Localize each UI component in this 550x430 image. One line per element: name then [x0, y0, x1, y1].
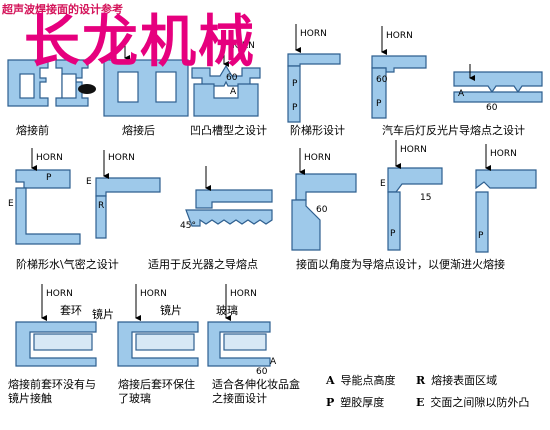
- svg-text:HORN: HORN: [386, 31, 413, 41]
- svg-text:HORN: HORN: [400, 145, 427, 155]
- diagram-11: [387, 167, 443, 251]
- svg-text:HORN: HORN: [304, 153, 331, 163]
- diagram-15: [207, 321, 271, 367]
- caption-step-design: 阶梯形设计: [290, 124, 345, 137]
- caption-collar-after-1: 熔接后套环保住: [118, 378, 195, 391]
- caption-collar-after-2: 了玻璃: [118, 392, 151, 405]
- caption-before-weld: 熔接前: [16, 124, 49, 137]
- caption-collar-before-2: 镜片接触: [8, 392, 52, 405]
- svg-text:P: P: [390, 229, 396, 239]
- svg-text:套环: 套环: [60, 304, 82, 317]
- svg-text:E: E: [86, 177, 92, 187]
- svg-text:R: R: [98, 201, 104, 211]
- svg-text:HORN: HORN: [300, 29, 327, 39]
- svg-text:P: P: [376, 99, 382, 109]
- svg-text:HORN: HORN: [230, 289, 257, 299]
- caption-after-weld: 熔接后: [122, 124, 155, 137]
- svg-text:60: 60: [226, 73, 238, 83]
- page-header: 超声波焊接面的设计参考: [2, 3, 123, 16]
- diagram-5: [371, 55, 427, 119]
- watermark: 长龙机械: [24, 9, 256, 75]
- caption-car-light: 汽车后灯反光片导熔点之设计: [382, 124, 525, 137]
- svg-text:A: A: [270, 357, 277, 367]
- svg-text:P: P: [292, 79, 298, 89]
- caption-collar-before-1: 熔接前套环没有与: [8, 378, 96, 391]
- svg-text:60: 60: [376, 75, 388, 85]
- svg-text:镜片: 镜片: [160, 303, 182, 317]
- svg-text:60: 60: [256, 367, 268, 377]
- caption-angle: 接面以角度为导熔点设计，以便渐进火熔接: [296, 258, 505, 271]
- diagram-6: [453, 71, 543, 103]
- caption-cosmetic-2: 之接面设计: [212, 392, 267, 405]
- svg-text:P: P: [478, 231, 484, 241]
- diagram-9: [185, 189, 273, 227]
- caption-step-seal: 阶梯形水\气密之设计: [16, 258, 119, 271]
- svg-text:A: A: [230, 87, 237, 97]
- diagram-7: [15, 169, 81, 245]
- svg-text:P: P: [292, 103, 298, 113]
- svg-text:45°: 45°: [180, 221, 196, 231]
- svg-text:P: P: [46, 173, 52, 183]
- diagram-3: [191, 64, 261, 117]
- diagram-10: [291, 173, 357, 251]
- diagram-13: [15, 321, 97, 367]
- caption-reflector: 适用于反光器之导熔点: [148, 258, 258, 271]
- diagram-8: [95, 177, 161, 239]
- svg-text:60: 60: [486, 103, 498, 113]
- diagram-1: [7, 59, 89, 107]
- svg-text:E: E: [8, 199, 14, 209]
- horn-label-3: HORN: [228, 41, 255, 51]
- diagram-4: [287, 53, 341, 123]
- svg-text:HORN: HORN: [46, 289, 73, 299]
- diagram-2: [103, 59, 189, 117]
- caption-groove-design: 凹凸槽型之设计: [190, 124, 267, 137]
- svg-text:镜片: 镜片: [92, 307, 114, 321]
- svg-text:HORN: HORN: [490, 149, 517, 159]
- svg-text:A: A: [458, 89, 465, 99]
- svg-text:HORN: HORN: [36, 153, 63, 163]
- svg-text:60: 60: [316, 205, 328, 215]
- svg-text:HORN: HORN: [140, 289, 167, 299]
- diagram-12: [475, 169, 537, 253]
- caption-cosmetic-1: 适合各伸化妆品盒: [212, 378, 300, 391]
- diagram-14: [117, 321, 199, 367]
- svg-text:HORN: HORN: [108, 153, 135, 163]
- svg-text:玻璃: 玻璃: [216, 303, 238, 317]
- svg-text:E: E: [380, 179, 386, 189]
- svg-text:15: 15: [420, 193, 431, 203]
